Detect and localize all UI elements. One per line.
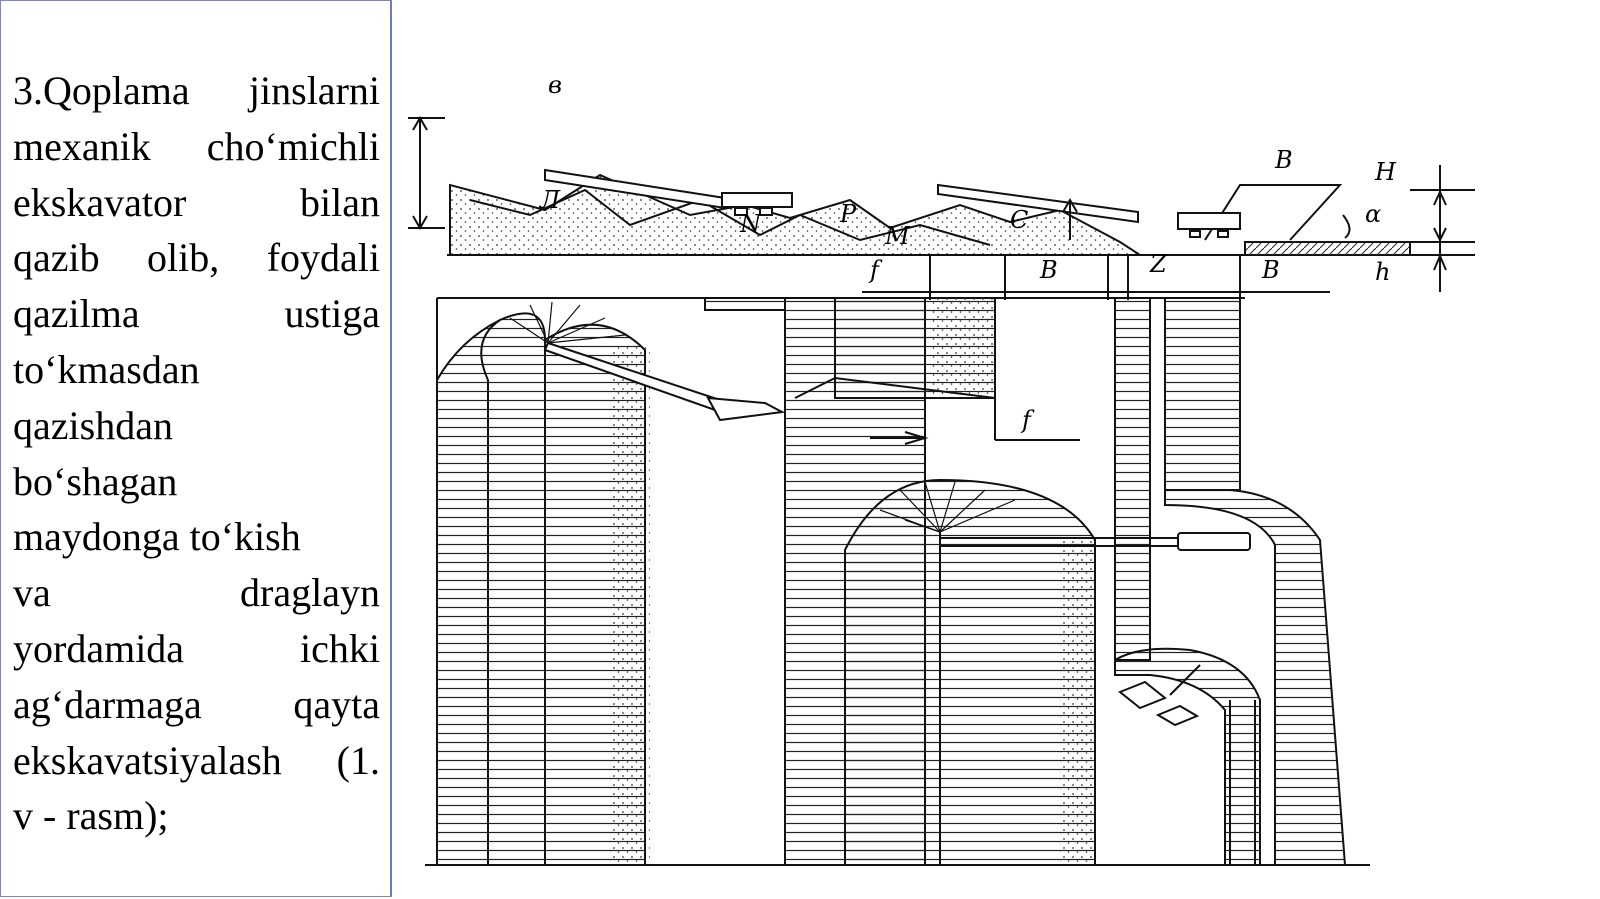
plan-view	[425, 297, 1370, 866]
text-line: 3.Qoplama jinslarni	[13, 68, 380, 113]
excavator-body-left	[721, 192, 793, 208]
swing-radials-1	[509, 301, 626, 344]
text-line: v - rasm);	[13, 793, 169, 839]
overburden-profile	[449, 173, 1144, 256]
mining-scheme-figure: в B H α h f B Z B f Л N P M C	[408, 71, 1475, 866]
swing-radials-2	[879, 481, 1016, 533]
text-line: yordamida ichki	[13, 625, 380, 671]
text-line: qazilma ustiga	[13, 291, 380, 337]
text-line: maydonga to‘kish	[13, 514, 301, 560]
shovel-arm-2	[1169, 664, 1201, 696]
label-h: h	[1375, 258, 1390, 286]
coal-seam	[1244, 241, 1411, 256]
label-B-top: B	[1274, 146, 1293, 174]
cross-section	[408, 116, 1475, 300]
shovel-bucket-1	[706, 396, 786, 422]
label-zone-M: M	[884, 222, 911, 250]
text-panel: 3.Qoplama jinslarni mexanik cho‘michli e…	[0, 0, 392, 897]
label-f-top: f	[868, 256, 883, 284]
label-B-right: B	[1261, 256, 1280, 284]
figure-letter: в	[548, 71, 562, 99]
text-line: ekskavator bilan	[13, 179, 380, 225]
text-line: ekskavatsiyalash (1.	[13, 737, 380, 783]
excavator-body-right	[1177, 212, 1241, 230]
label-Z: Z	[1149, 250, 1168, 278]
text-line: ag‘darmaga qayta	[13, 681, 380, 727]
dump-ridges	[469, 188, 991, 246]
right-curve	[1164, 489, 1347, 866]
dragline-bucket	[1177, 532, 1251, 551]
text-line: bo‘shagan	[13, 458, 178, 504]
label-zone-C: C	[1010, 206, 1028, 234]
label-zone-P: P	[839, 200, 857, 228]
dragline-dome	[844, 478, 1096, 866]
dump-strip-1	[436, 298, 546, 866]
body-text: 3.Qoplama jinslarni mexanik cho‘michli e…	[13, 63, 380, 844]
text-line: qazishdan	[13, 402, 173, 448]
shovel-bucket-2	[1118, 680, 1167, 710]
label-H: H	[1374, 158, 1397, 186]
label-alpha: α	[1365, 200, 1381, 228]
text-line: mexanik cho‘michli	[13, 123, 380, 169]
label-f-mid: f	[1020, 406, 1035, 434]
label-B-mid: B	[1039, 256, 1058, 284]
text-line: to‘kmasdan	[13, 346, 200, 392]
label-zone-L: Л	[539, 186, 561, 214]
right-strip	[1114, 297, 1151, 661]
text-line: qazib olib, foydali	[13, 235, 380, 281]
text-line: va draglayn	[13, 570, 380, 616]
label-zone-N: N	[739, 210, 762, 238]
